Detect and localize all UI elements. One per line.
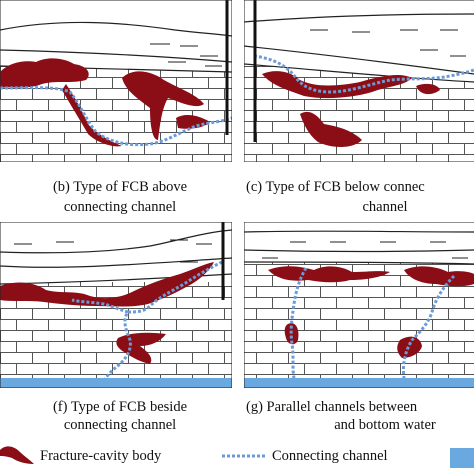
caption-f-line2: connecting channel (63, 417, 177, 433)
panel-c-cavity-lower (300, 111, 362, 147)
panel-c-unconformity (244, 45, 474, 75)
panel-c (244, 0, 474, 162)
panel-c-top-boundary (244, 13, 474, 23)
caption-c-line1: (c) Type of FCB below connec (246, 179, 425, 195)
panel-b-dashes (150, 43, 222, 67)
panel-b-unconformity (0, 49, 232, 63)
panel-g-top-boundary (244, 230, 474, 233)
panel-c-dashes (310, 29, 466, 57)
caption-g-line2: and bottom water (334, 417, 436, 433)
panel-c-connecting-channel (253, 54, 474, 94)
panel-f-connecting-channel (98, 260, 223, 388)
panel-f-cavity-upper (0, 262, 214, 307)
panel-f-carbonate-top (0, 273, 232, 285)
panel-b-cavity-left (0, 58, 89, 88)
panel-c-cavity-upper (262, 71, 412, 99)
panel-g-channel-left (289, 267, 308, 379)
panel-g (244, 222, 474, 388)
panel-g-channel-right (402, 274, 456, 379)
panel-f-upper-strata (0, 222, 232, 284)
panel-c-cavity-right (416, 83, 440, 95)
legend-connecting-channel-label: Connecting channel (272, 448, 388, 464)
panel-f-bottom-water (0, 378, 232, 388)
panel-c-upper-strata (244, 10, 474, 82)
panel-b-cavity-right (122, 71, 204, 140)
panel-f-channel-branch (71, 298, 129, 314)
panel-c-carbonate-top (244, 63, 474, 83)
panel-g-cavity-right-upper (404, 266, 474, 287)
panel-b-top-boundary (0, 21, 232, 37)
panel-g-dashes (262, 241, 468, 259)
panel-g-upper-strata (244, 222, 474, 264)
legend-bottom-water-swatch (450, 448, 474, 468)
caption-b-line1: (b) Type of FCB above (52, 179, 188, 195)
panel-b-cavity-lower (176, 115, 210, 129)
caption-f-line1: (f) Type of FCB beside (52, 399, 188, 415)
legend (0, 446, 474, 468)
caption-g-line1: (g) Parallel channels between (246, 399, 418, 415)
panel-f-dashes (14, 239, 212, 263)
panel-g-bottom-water (244, 378, 474, 388)
panel-g-carbonate-top (244, 261, 474, 265)
panel-b-connecting-channel (0, 86, 232, 147)
caption-b-line2: connecting channel (63, 199, 177, 215)
legend-fracture-cavity-swatch (0, 446, 34, 464)
panel-f (0, 222, 232, 388)
panel-f-top-boundary (0, 229, 232, 254)
legend-fracture-cavity-label: Fracture-cavity body (40, 448, 162, 464)
panel-f-unconformity (0, 257, 232, 268)
panel-b (0, 0, 232, 162)
panel-g-unconformity (244, 249, 474, 253)
panel-g-cavity-upper (268, 266, 390, 283)
caption-c-line2: channel (362, 199, 408, 215)
